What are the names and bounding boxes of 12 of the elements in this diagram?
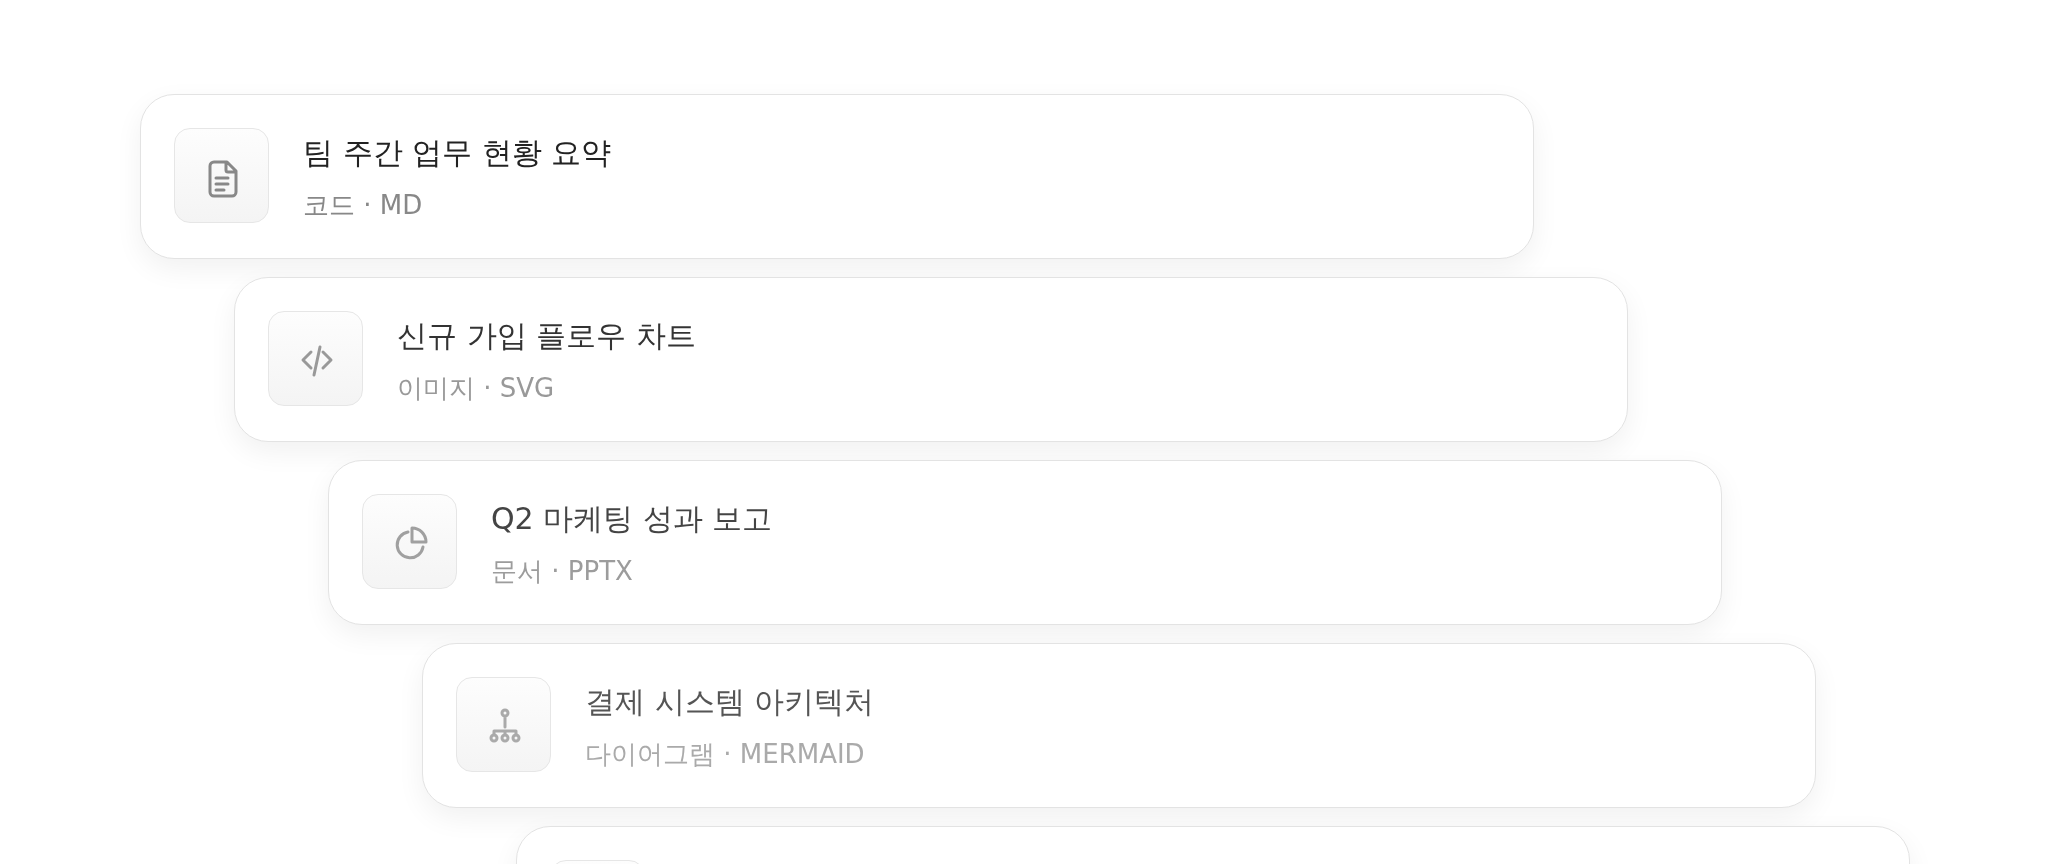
list-card	[234, 277, 1628, 442]
card-subtitle: 코드 · MD	[303, 189, 423, 222]
card-title: 신규 가입 플로우 차트	[397, 317, 696, 355]
card-title: 결제 시스템 아키텍처	[585, 683, 875, 721]
card-title: Q2 마케팅 성과 보고	[491, 500, 773, 538]
card-title: 팀 주간 업무 현황 요약	[303, 134, 612, 172]
card-subtitle: 이미지 · SVG	[397, 372, 555, 405]
list-card	[140, 94, 1534, 259]
card-subtitle: 다이어그램 · MERMAID	[585, 738, 865, 771]
list-card	[422, 643, 1816, 808]
card-subtitle: 문서 · PPTX	[491, 555, 633, 588]
list-card	[328, 460, 1722, 625]
